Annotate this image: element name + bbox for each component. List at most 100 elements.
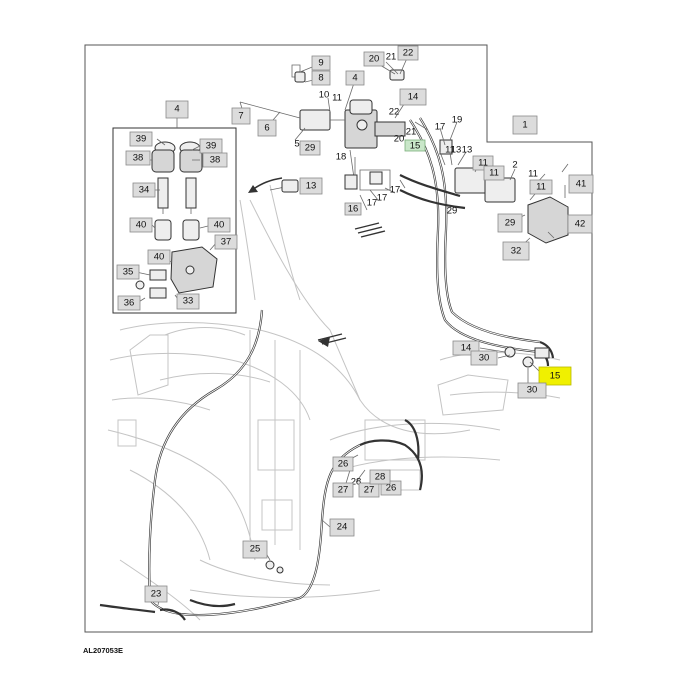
callout-36[interactable]: 36 — [117, 295, 141, 311]
callout-4-inset[interactable]: 4 — [165, 100, 189, 119]
svg-text:20: 20 — [394, 134, 405, 145]
callout-20-b[interactable]: 20 — [394, 134, 405, 145]
callout-16[interactable]: 16 — [344, 202, 362, 216]
callout-labels: 9 8 4 10 11 20 21 22 14 22 7 6 5 29 18 2… — [116, 45, 594, 603]
svg-text:11: 11 — [478, 158, 488, 169]
callout-21-b[interactable]: 21 — [406, 127, 417, 138]
callout-24[interactable]: 24 — [329, 518, 355, 537]
callout-37[interactable]: 37 — [214, 234, 238, 250]
svg-text:8: 8 — [318, 73, 323, 84]
svg-text:18: 18 — [336, 152, 347, 163]
callout-11-b[interactable]: 11 — [445, 145, 455, 156]
callout-29-b[interactable]: 29 — [447, 206, 458, 217]
svg-text:2: 2 — [512, 160, 517, 171]
svg-text:11: 11 — [528, 169, 538, 180]
callout-2[interactable]: 2 — [512, 160, 517, 171]
callout-14-a[interactable]: 14 — [399, 88, 427, 106]
callout-22-a[interactable]: 22 — [397, 45, 419, 61]
callout-42[interactable]: 42 — [567, 214, 593, 234]
callout-15-a[interactable]: 15 — [404, 139, 426, 152]
callout-23[interactable]: 23 — [144, 585, 168, 603]
svg-text:15: 15 — [550, 371, 561, 382]
svg-text:11: 11 — [332, 93, 342, 104]
svg-text:36: 36 — [124, 298, 135, 309]
svg-text:17: 17 — [435, 122, 446, 133]
callout-11-d[interactable]: 11 — [483, 165, 505, 181]
diagram-frame — [84, 44, 593, 633]
svg-text:38: 38 — [133, 153, 144, 164]
svg-text:24: 24 — [337, 522, 348, 533]
svg-text:16: 16 — [348, 204, 359, 215]
callout-4-top[interactable]: 4 — [345, 70, 365, 86]
svg-text:13: 13 — [451, 145, 462, 156]
svg-text:35: 35 — [123, 267, 134, 278]
callout-27-b[interactable]: 27 — [358, 482, 380, 498]
callout-8[interactable]: 8 — [311, 70, 331, 86]
callout-30-a[interactable]: 30 — [470, 350, 498, 366]
callout-39-a[interactable]: 39 — [129, 131, 153, 147]
svg-text:33: 33 — [183, 296, 194, 307]
callout-13-a[interactable]: 13 — [462, 145, 473, 156]
callout-40-c[interactable]: 40 — [147, 249, 171, 265]
callout-17-d[interactable]: 17 — [377, 193, 388, 204]
callout-13-b[interactable]: 13 — [451, 145, 462, 156]
svg-text:6: 6 — [264, 123, 269, 134]
svg-text:15: 15 — [410, 141, 421, 152]
callout-35[interactable]: 35 — [116, 264, 140, 280]
callout-28[interactable]: 28 — [351, 477, 362, 488]
callout-7[interactable]: 7 — [231, 107, 251, 125]
callout-11-a[interactable]: 11 — [332, 93, 342, 104]
callout-11-e[interactable]: 11 — [528, 169, 538, 180]
valve-block-assembly — [239, 64, 406, 191]
svg-text:14: 14 — [461, 343, 472, 354]
callout-25[interactable]: 25 — [242, 540, 268, 559]
callout-39-b[interactable]: 39 — [199, 138, 223, 154]
callout-32[interactable]: 32 — [502, 241, 530, 261]
callout-21-a[interactable]: 21 — [386, 52, 397, 63]
svg-text:38: 38 — [210, 155, 221, 166]
svg-text:4: 4 — [352, 73, 357, 84]
svg-text:7: 7 — [238, 111, 243, 122]
callout-19[interactable]: 19 — [452, 115, 463, 126]
callout-27-a[interactable]: 27 — [332, 482, 354, 498]
callout-17-a[interactable]: 17 — [435, 122, 446, 133]
callout-40-b[interactable]: 40 — [207, 217, 231, 233]
callout-38-a[interactable]: 38 — [125, 150, 151, 166]
svg-text:34: 34 — [139, 185, 150, 196]
svg-text:28: 28 — [375, 472, 386, 483]
callout-26-b[interactable]: 26 — [380, 480, 402, 496]
callout-30-b[interactable]: 30 — [517, 382, 547, 399]
callout-13-c[interactable]: 13 — [299, 177, 323, 195]
callout-5[interactable]: 5 — [294, 139, 299, 150]
callout-18[interactable]: 18 — [336, 152, 347, 163]
svg-text:32: 32 — [511, 246, 522, 257]
callout-15-highlighted[interactable]: 15 — [538, 366, 572, 386]
svg-text:17: 17 — [367, 198, 378, 209]
svg-text:41: 41 — [576, 179, 587, 190]
callout-29-a[interactable]: 29 — [299, 140, 321, 156]
callout-9[interactable]: 9 — [311, 55, 331, 71]
svg-text:14: 14 — [408, 92, 419, 103]
svg-text:39: 39 — [206, 141, 217, 152]
callout-6[interactable]: 6 — [257, 119, 277, 137]
svg-text:4: 4 — [174, 104, 179, 115]
callout-29-c[interactable]: 29 — [497, 213, 523, 233]
callout-41[interactable]: 41 — [568, 174, 594, 194]
callout-22-b[interactable]: 22 — [389, 107, 400, 118]
callout-17-c[interactable]: 17 — [367, 198, 378, 209]
callout-17-b[interactable]: 17 — [390, 185, 401, 196]
callout-40-a[interactable]: 40 — [129, 217, 153, 233]
callout-11-f[interactable]: 11 — [529, 179, 553, 195]
callout-38-b[interactable]: 38 — [202, 152, 228, 168]
svg-text:5: 5 — [294, 139, 299, 150]
callout-20-a[interactable]: 20 — [363, 51, 385, 67]
callout-34[interactable]: 34 — [132, 182, 156, 198]
callout-33[interactable]: 33 — [176, 293, 200, 310]
svg-text:17: 17 — [390, 185, 401, 196]
callout-28-b[interactable]: 28 — [369, 469, 391, 485]
tractor-cab-outline — [107, 184, 561, 621]
callout-1[interactable]: 1 — [512, 115, 538, 135]
callout-10[interactable]: 10 — [319, 90, 330, 101]
callout-26-a[interactable]: 26 — [332, 456, 354, 472]
